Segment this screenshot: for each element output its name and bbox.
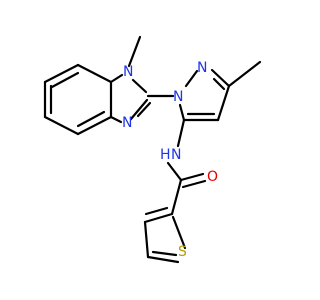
atom-n-methyl: N [123, 64, 133, 80]
imidazole-ring [109, 35, 152, 124]
thiophene-ring [143, 206, 187, 264]
molecule-structure: N N N N N H O S [43, 35, 262, 264]
atom-n-pyrazole-2: N [197, 60, 207, 76]
benzene-ring [43, 63, 113, 136]
atom-n-imine: N [122, 115, 132, 131]
atom-h-amide: H [160, 147, 171, 163]
atom-n-pyrazole-1: N [173, 89, 183, 105]
atom-o-carbonyl: O [207, 169, 218, 185]
amide-linkage [166, 118, 207, 216]
pyrazole-ring [178, 60, 262, 122]
atom-s-thiophene: S [178, 244, 187, 260]
atom-n-amide: N [171, 147, 181, 163]
